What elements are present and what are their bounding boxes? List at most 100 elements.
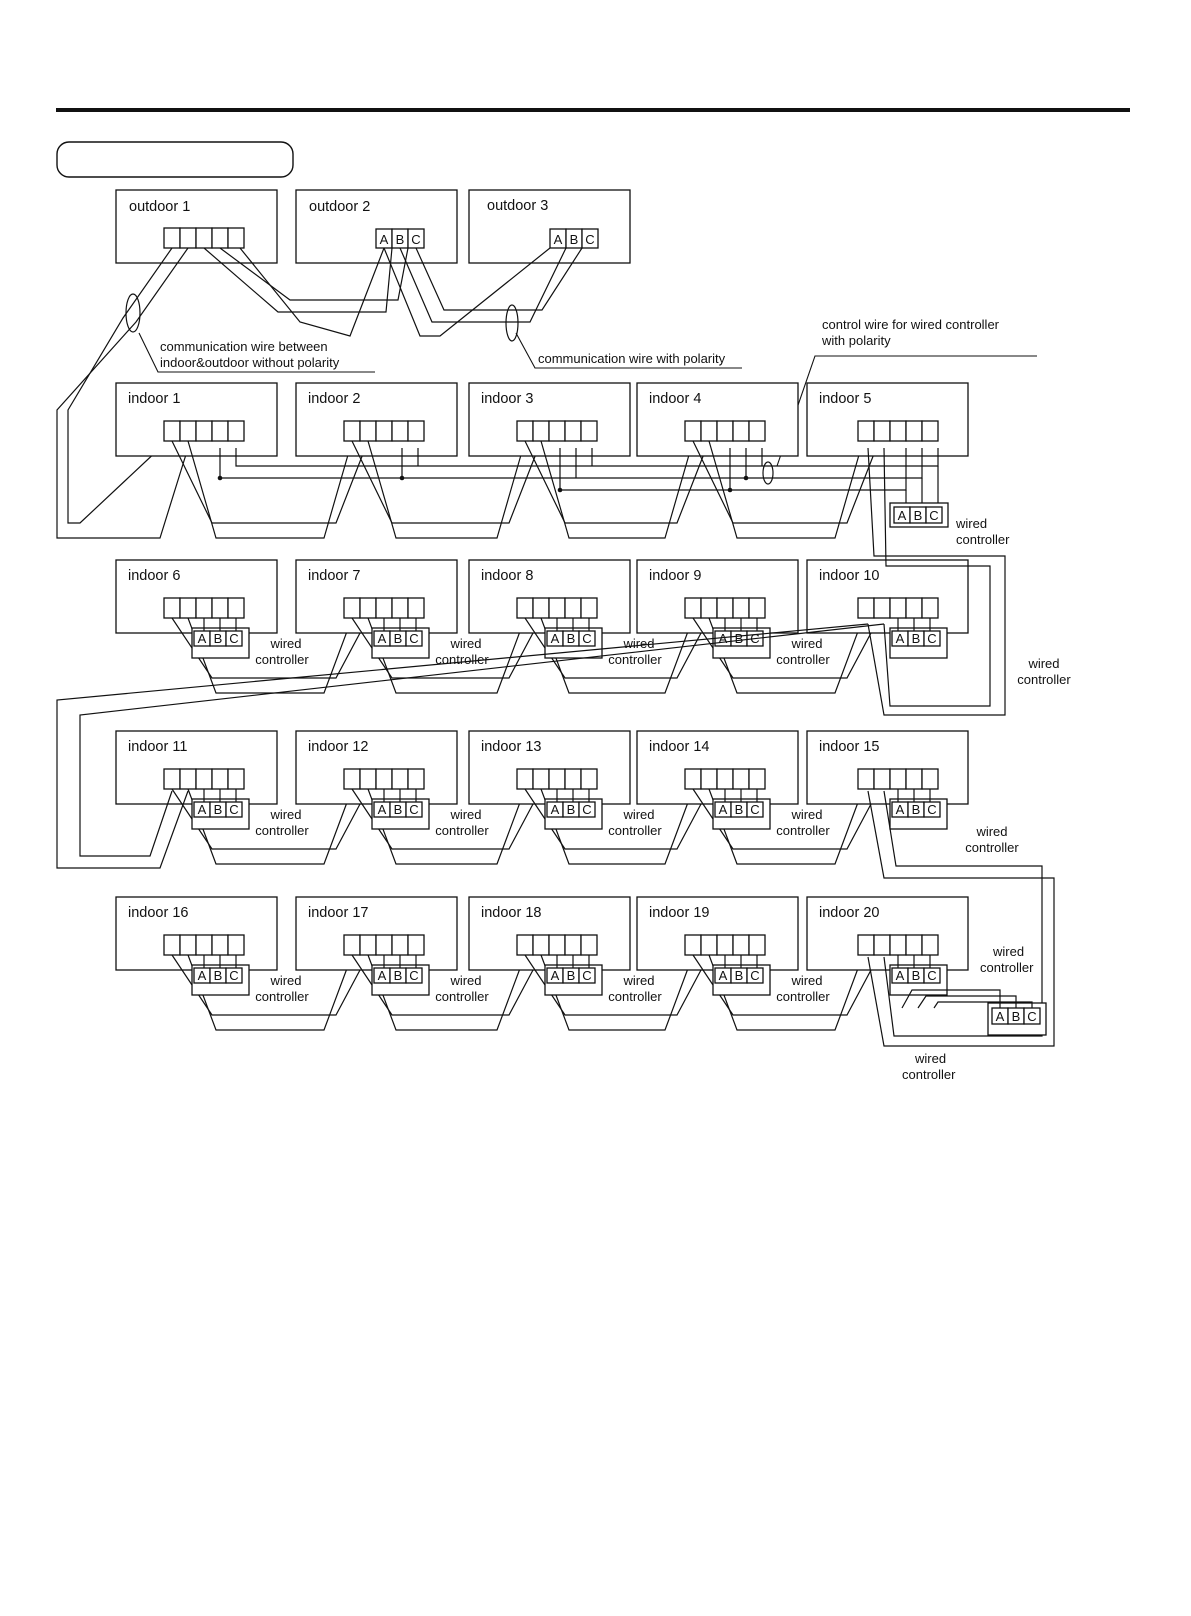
indoor-unit-label: indoor 9 (649, 568, 701, 584)
indoor-unit-label: indoor 6 (128, 568, 180, 584)
wired-controller-label: controller (776, 823, 830, 838)
wired-controller-label: controller (980, 960, 1034, 975)
wired-controller-label: controller (965, 840, 1019, 855)
terminal-letter: B (396, 232, 405, 247)
indoor-unit-label: indoor 4 (649, 391, 701, 407)
wired-controller-label: wired (449, 807, 481, 822)
indoor-unit-label: indoor 14 (649, 739, 709, 755)
wired-controller-group: A B C wired controller (889, 502, 1010, 547)
terminal-letter: A (378, 631, 387, 646)
terminal-letter: B (214, 631, 223, 646)
terminal-block (343, 597, 425, 619)
terminal-block: A B C (375, 228, 425, 249)
wired-controller-label: controller (608, 989, 662, 1004)
terminal-block (163, 420, 245, 442)
terminal-block (516, 597, 598, 619)
outdoor-units: outdoor 1 outdoor 2 A B C outd (115, 189, 631, 264)
wired-controller-label: wired (1027, 656, 1059, 671)
indoor-unit-label: indoor 18 (481, 905, 541, 921)
wired-controller-label: controller (776, 652, 830, 667)
wired-controller-label: controller (608, 823, 662, 838)
wire-bundle-marker (762, 461, 774, 485)
terminal-letter: C (409, 802, 418, 817)
indoor-unit: indoor 5 (806, 382, 969, 457)
wired-controller-label: controller (255, 823, 309, 838)
terminal-letter: B (394, 968, 403, 983)
indoor-unit: indoor 2 (295, 382, 542, 539)
terminal-letter: B (567, 631, 576, 646)
terminal-letter: B (912, 631, 921, 646)
terminal-letter: C (927, 968, 936, 983)
terminal-letter: A (898, 508, 907, 523)
annotation-control-wire-2: with polarity (821, 333, 891, 348)
wired-controller-label: wired (790, 807, 822, 822)
indoor20-dual-controllers: A B C wired controller wired controller (901, 944, 1047, 1082)
terminal-block: A B C (549, 228, 599, 249)
wire-bundle-marker (125, 293, 141, 333)
terminal-letter: A (719, 802, 728, 817)
terminal-block (857, 934, 939, 956)
wired-controller-label: wired (269, 636, 301, 651)
terminal-letter: C (229, 968, 238, 983)
terminal-block (343, 768, 425, 790)
terminal-block (857, 420, 939, 442)
section-label-box (56, 141, 294, 178)
indoor-unit-label: indoor 20 (819, 905, 879, 921)
outdoor-unit-3: outdoor 3 A B C (468, 189, 631, 264)
terminal-letter: B (214, 968, 223, 983)
wired-controller-label: controller (956, 532, 1010, 547)
wired-controller-label: wired (449, 636, 481, 651)
terminal-letter: C (929, 508, 938, 523)
terminal-block (516, 420, 598, 442)
terminal-block (684, 420, 766, 442)
wired-controller-label: wired (269, 807, 301, 822)
annotation-comm-no-polarity-1: communication wire between (160, 339, 328, 354)
wired-controller-label: controller (902, 1067, 956, 1082)
wired-controller-label: controller (1017, 672, 1071, 687)
terminal-letter: A (551, 802, 560, 817)
terminal-block (163, 597, 245, 619)
terminal-letter: B (214, 802, 223, 817)
indoor-unit-label: indoor 11 (128, 739, 187, 755)
wired-controller-label: controller (776, 989, 830, 1004)
terminal-letter: C (582, 802, 591, 817)
terminal-letter: A (896, 631, 905, 646)
terminal-letter: C (409, 631, 418, 646)
row1-control-bus (217, 448, 939, 508)
indoor-unit-label: indoor 19 (649, 905, 709, 921)
wired-controller-label: controller (435, 823, 489, 838)
terminal-letter: B (567, 968, 576, 983)
indoor-unit-label: indoor 17 (308, 905, 368, 921)
terminal-letter: B (912, 968, 921, 983)
terminal-letter: C (582, 968, 591, 983)
wired-controller-label: controller (435, 989, 489, 1004)
wired-controller-label: controller (435, 652, 489, 667)
terminal-letter: C (229, 631, 238, 646)
wired-controller-label: wired (790, 636, 822, 651)
outdoor-unit-label: outdoor 3 (487, 198, 548, 214)
terminal-letter: A (719, 631, 728, 646)
terminal-letter: B (735, 631, 744, 646)
terminal-letter: A (380, 232, 389, 247)
terminal-block (857, 768, 939, 790)
terminal-letter: C (750, 968, 759, 983)
wired-controller-label: controller (255, 989, 309, 1004)
